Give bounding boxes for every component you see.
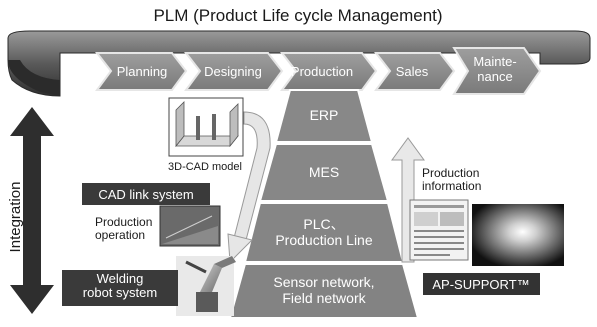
cad-to-robot-arrow: [227, 111, 271, 264]
stage-chevrons: [94, 47, 542, 95]
welding-box: [62, 270, 178, 306]
stage-label-sales: Sales: [396, 64, 429, 79]
ap-support-box: [423, 273, 540, 295]
integration-arrow: [10, 107, 54, 314]
pyramid: [228, 89, 420, 319]
cad-model-image: [168, 97, 244, 157]
welding-robot-label: Welding robot system: [82, 271, 158, 301]
production-operation-label: Production operation: [95, 215, 153, 243]
stage-planning: [94, 52, 188, 91]
welding-robot-image: [176, 256, 236, 316]
stage-label-planning: Planning: [117, 64, 168, 79]
ap-support-label: AP-SUPPORT™: [432, 277, 529, 292]
stage-production: [279, 52, 378, 91]
production-information-label: Production information: [422, 166, 482, 194]
pyramid-level-sensor: [228, 263, 420, 319]
cad-link-label: CAD link system: [98, 187, 193, 202]
stage-label-maintenance: Mainte-nance: [473, 54, 516, 84]
stage-maintenance: [452, 47, 542, 95]
production-report-image: [409, 199, 469, 261]
cad-model-label: 3D-CAD model: [168, 161, 242, 173]
stage-label-production: Production: [291, 64, 353, 79]
stage-sales: [373, 52, 456, 91]
welding-spark-image: [472, 204, 564, 266]
pyramid-label-sensor: Sensor network,Field network: [273, 274, 374, 306]
pyramid-label-erp: ERP: [310, 107, 339, 123]
stage-label-designing: Designing: [204, 64, 262, 79]
pyramid-label-mes: MES: [309, 164, 339, 180]
diagram-title: PLM (Product Life cycle Management): [153, 6, 442, 25]
cad-link-box: [82, 183, 210, 205]
stage-designing: [183, 52, 284, 91]
pyramid-level-erp: [274, 89, 374, 143]
pyramid-level-mes: [258, 143, 390, 202]
integration-label: Integration: [7, 182, 24, 253]
pyramid-label-plc: PLC、Production Line: [275, 216, 373, 248]
cad-link-screenshot: [159, 205, 221, 247]
plm-band: [7, 30, 591, 97]
